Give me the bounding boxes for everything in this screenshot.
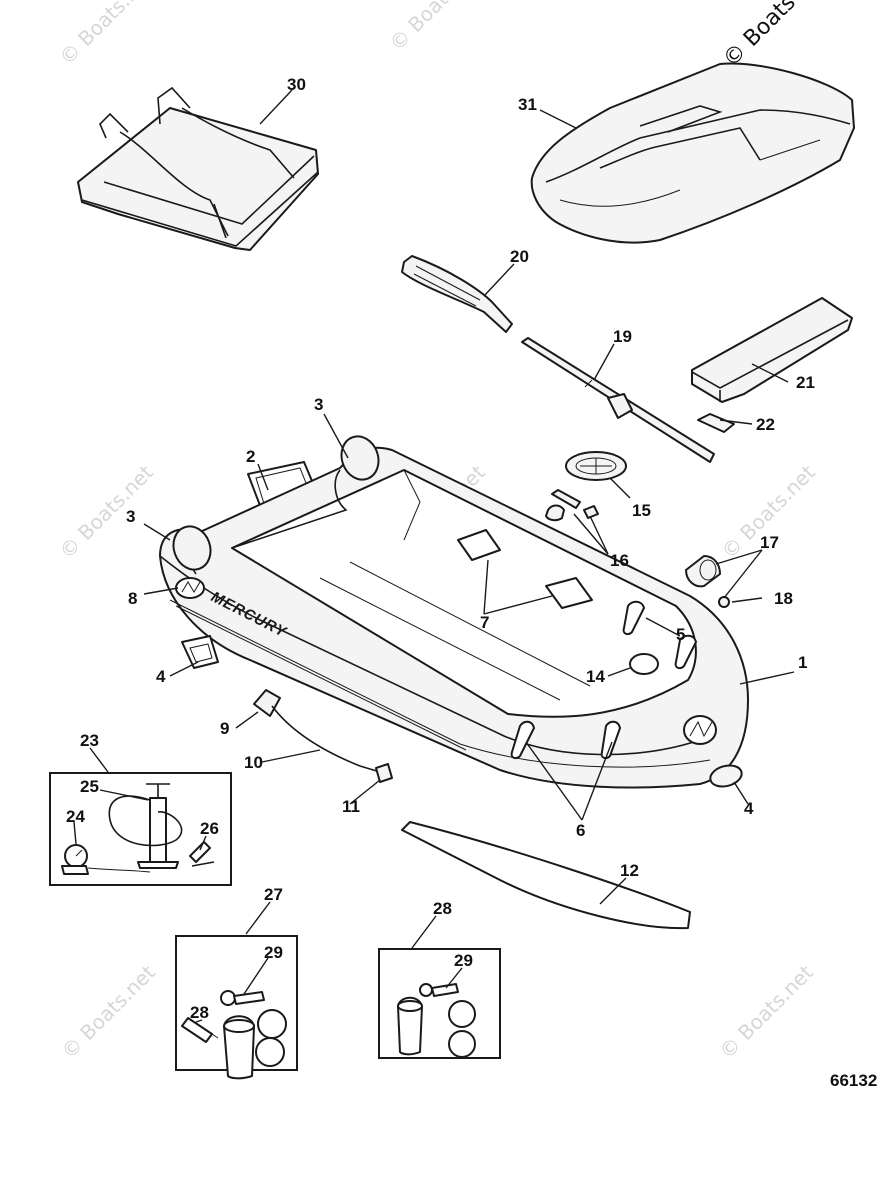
- callout-4-left: 4: [156, 667, 166, 686]
- callout-20: 22: [756, 415, 775, 434]
- keel-strip-illustration: [401, 821, 691, 930]
- callout-19: 21: [796, 373, 815, 392]
- callout-30: 30: [287, 75, 306, 94]
- valve-illustration: [685, 555, 721, 588]
- watermark: © Boats.net: [715, 960, 818, 1063]
- callout-16: 18: [774, 589, 793, 608]
- callout-5-right: 5: [676, 625, 685, 644]
- callout-23: 25: [80, 777, 99, 796]
- valve-handle-illustration: [565, 451, 627, 481]
- callout-22: 24: [66, 807, 85, 826]
- watermark: © Boats.net: [385, 0, 488, 56]
- callout-27: 29: [264, 943, 283, 962]
- callout-3-top: 3: [314, 395, 323, 414]
- watermark: © Boats.net: [55, 460, 158, 563]
- oar-shaft-illustration: [521, 337, 715, 463]
- callout-28: 28: [433, 899, 452, 918]
- callout-24: 26: [200, 819, 219, 838]
- callout-7: 8: [128, 589, 137, 608]
- watermark-corner: © Boats: [719, 0, 801, 72]
- callout-21: 23: [80, 731, 99, 750]
- callout-25: 27: [264, 885, 283, 904]
- callout-1: 1: [798, 653, 807, 672]
- callout-2: 2: [246, 447, 255, 466]
- callout-26: 28: [190, 1003, 209, 1022]
- repair-kit-box-small: [378, 948, 501, 1059]
- boat-cover-illustration: [530, 62, 855, 244]
- callout-29: 29: [454, 951, 473, 970]
- leader-lines: [73, 89, 795, 1023]
- callout-17: 19: [613, 327, 632, 346]
- watermark: © Boats.net: [57, 960, 160, 1063]
- callout-labels: 30 31 20 19 21 22 2 3 3 15 16 17 18 8 7 …: [66, 75, 815, 1022]
- callout-31: 31: [518, 95, 537, 114]
- diagram-number: 66132: [830, 1071, 877, 1090]
- bracket-illustration: [697, 413, 735, 433]
- callout-14: 16: [610, 551, 629, 570]
- callout-10: 11: [342, 797, 360, 816]
- callout-13: 15: [632, 501, 651, 520]
- callout-15: 17: [760, 533, 779, 552]
- watermark: © Boats.net: [55, 0, 158, 70]
- callout-9: 10: [244, 753, 263, 772]
- callout-4-right: 4: [744, 799, 754, 818]
- callout-12: 14: [586, 667, 605, 686]
- bow-line-illustration: [253, 689, 393, 783]
- seat-bench-illustration: [691, 297, 853, 403]
- callout-11: 12: [620, 861, 639, 880]
- inflatable-boat-illustration: MERCURY: [159, 435, 749, 789]
- carry-handle-illustration: [181, 635, 219, 669]
- callout-18: 20: [510, 247, 529, 266]
- callout-6: 7: [480, 613, 489, 632]
- callout-8: 9: [220, 719, 229, 738]
- oarlock-pins-illustration: [545, 489, 599, 522]
- pump-kit-box: [49, 772, 232, 886]
- oar-blade-illustration: [401, 255, 513, 333]
- carry-bag-illustration: [77, 86, 319, 251]
- valve-cap-illustration: [718, 596, 730, 608]
- repair-kit-box: [175, 935, 298, 1080]
- callout-3-left: 3: [126, 507, 135, 526]
- callout-5-bottom: 6: [576, 821, 585, 840]
